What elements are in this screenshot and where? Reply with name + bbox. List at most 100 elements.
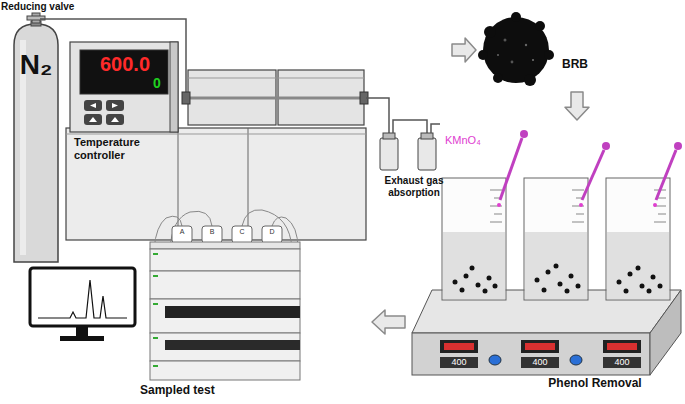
hplc-art-part xyxy=(150,333,300,361)
gas-absorber: Exhaust gas absorption xyxy=(376,40,452,205)
tube-furnace-art-part xyxy=(182,92,190,104)
stirrer-station-art-part xyxy=(570,355,582,365)
tube-furnace-art-part xyxy=(84,114,102,125)
hplc-art-part xyxy=(76,326,88,336)
pipette-part xyxy=(520,130,528,138)
hplc-art-part xyxy=(38,280,127,318)
tube-furnace-art-part xyxy=(248,128,249,240)
beaker-part xyxy=(535,278,540,283)
node-label: Phenol Removal xyxy=(515,377,675,391)
beaker-part xyxy=(464,274,469,279)
node-label: BRB xyxy=(562,58,600,72)
tube-furnace-art-part xyxy=(112,103,118,108)
beaker-part xyxy=(572,190,584,191)
tube-furnace-art-part xyxy=(84,100,102,111)
node-label: Exhaust gas absorption xyxy=(376,175,452,198)
beaker-part xyxy=(658,284,663,289)
hplc-art-part xyxy=(150,271,300,299)
beaker-part xyxy=(640,284,645,289)
reagent-label: KMnO₄ xyxy=(445,134,505,147)
gas-absorber-art-part xyxy=(431,124,440,133)
biochar-art-part xyxy=(478,50,488,60)
tube-furnace-art-part xyxy=(66,134,366,135)
beaker-part xyxy=(636,266,641,271)
beaker-part xyxy=(658,198,666,199)
pipette-part xyxy=(656,150,676,200)
biochar-art-part xyxy=(535,21,545,31)
pipette-part xyxy=(653,203,657,207)
beaker-part xyxy=(624,289,629,294)
beaker-part xyxy=(494,214,502,215)
beaker-part xyxy=(617,280,622,285)
tube-furnace-art-part xyxy=(106,114,124,125)
beaker-part xyxy=(483,289,488,294)
gas-line xyxy=(366,97,376,99)
display-reading: 400 xyxy=(521,357,559,368)
bottle-letter: C xyxy=(232,228,252,236)
beaker-part xyxy=(606,178,670,300)
beaker-part xyxy=(647,289,652,294)
stirrer-station-art-part xyxy=(607,343,637,350)
stirrer-station-art-part xyxy=(412,333,650,375)
beaker-part xyxy=(442,178,506,300)
gas-cylinder-art-part xyxy=(40,18,62,20)
tube-furnace-art-part xyxy=(178,128,179,240)
stirrer-station-art-part xyxy=(525,343,555,350)
flow-arrow xyxy=(452,38,476,62)
display-reading: 400 xyxy=(603,357,641,368)
hplc-art-part xyxy=(202,226,222,243)
hplc-art-part xyxy=(165,306,300,318)
stirrer-station-art-part xyxy=(489,355,501,365)
beaker-part xyxy=(554,264,559,269)
stirrer-station-art xyxy=(412,130,682,375)
pipette-part xyxy=(674,142,682,150)
bottle-letter: D xyxy=(262,228,282,236)
tube-furnace-art-part xyxy=(80,50,168,94)
beaker-part xyxy=(493,284,498,289)
beaker-part xyxy=(443,232,505,299)
beaker-part xyxy=(628,272,633,277)
tube-furnace-art-part xyxy=(185,40,187,92)
hplc-art-part xyxy=(153,253,158,255)
pipette-part xyxy=(582,150,604,200)
beaker-part xyxy=(460,288,465,293)
display-reading: 400 xyxy=(440,357,478,368)
beaker-part xyxy=(490,190,502,191)
beaker xyxy=(606,178,670,300)
flow-arrow xyxy=(372,310,405,334)
display-reading: 600.0 xyxy=(82,53,168,76)
biochar-art-part xyxy=(484,26,496,38)
beaker-part xyxy=(558,282,563,287)
beaker-part xyxy=(490,222,502,223)
hplc-art-part xyxy=(172,226,192,243)
beaker xyxy=(524,178,588,300)
biochar-art-part xyxy=(504,39,507,42)
beaker-part xyxy=(654,222,666,223)
beaker-part xyxy=(542,288,547,293)
tube-furnace-art-part xyxy=(66,128,366,240)
gas-absorber-art-part xyxy=(421,133,433,139)
stirrer-station-art-part xyxy=(521,357,559,368)
flow-arrow xyxy=(565,92,589,120)
beaker xyxy=(442,178,506,300)
tube-furnace-art-part xyxy=(106,100,124,111)
tube-furnace-art-part xyxy=(278,78,364,79)
gas-line xyxy=(62,19,186,40)
biochar-art-part xyxy=(544,50,554,60)
hplc-art-part xyxy=(165,340,300,350)
gas-absorber-art-part xyxy=(418,138,436,170)
stirrer-station-art-part xyxy=(603,340,641,353)
biochar-art xyxy=(478,12,554,86)
biochar-art-part xyxy=(525,44,527,46)
biochar-art-part xyxy=(511,12,521,22)
hplc-art-part xyxy=(30,268,135,326)
beaker-part xyxy=(487,276,492,281)
node-label: Sampled test xyxy=(140,384,250,398)
hplc-art xyxy=(30,210,300,380)
hplc-art-part xyxy=(60,336,104,341)
beaker-part xyxy=(546,270,551,275)
stirrer-station-art-part xyxy=(521,340,559,353)
beaker-part xyxy=(524,178,588,300)
pipette-part xyxy=(602,142,610,150)
